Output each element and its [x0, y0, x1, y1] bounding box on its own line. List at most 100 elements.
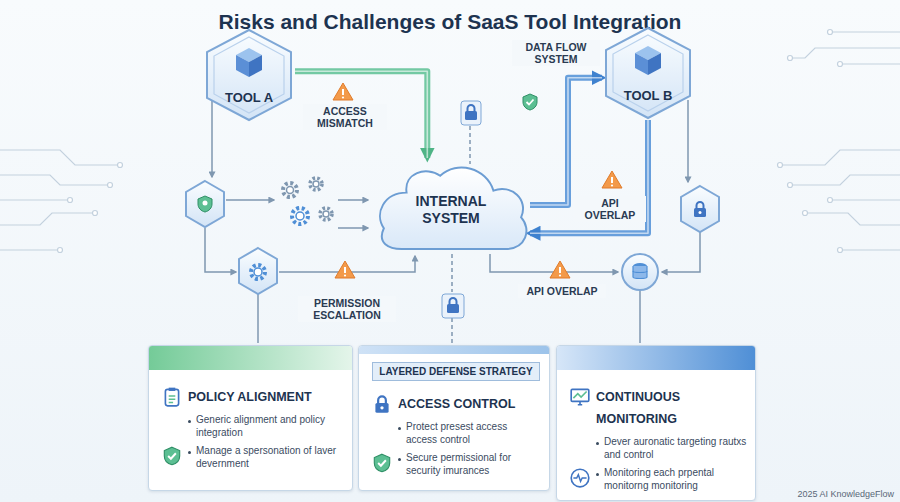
- hexagon-outline-part: [214, 37, 284, 113]
- panel-heading: ACCESS CONTROL: [398, 393, 515, 415]
- panel-icon: [161, 445, 183, 467]
- panel-icon-part: [378, 396, 386, 403]
- node-label: TOOL B: [624, 88, 673, 103]
- warning-icon-part: [344, 274, 346, 276]
- circuit-traces-part-part: [838, 62, 843, 67]
- panel-icon-part: [169, 396, 176, 403]
- bullet-text: Generic alignment and policy integration: [196, 414, 344, 439]
- panel-icon-part: [378, 460, 386, 466]
- warning-icon-part: [559, 274, 561, 276]
- warning-icon: [335, 261, 355, 278]
- hexagon-outline: [203, 28, 295, 122]
- strategy-panel: POLICY ALIGNMENTGeneric alignment and po…: [148, 345, 353, 491]
- hexagon-outline-part: [236, 55, 249, 77]
- link-lines-part: [226, 199, 274, 201]
- hexagon-outline-part: [635, 53, 648, 75]
- hexagon-outline-part: [606, 28, 690, 118]
- shield-hexagon-part: [186, 181, 224, 227]
- panel-heading-row: CONTINUOUS MONITORING: [569, 386, 747, 430]
- circuit-traces-part: [0, 249, 60, 250]
- shield-hexagon-part-part: [198, 196, 212, 212]
- data-circle: [622, 254, 658, 290]
- panel-icon: [371, 421, 393, 443]
- bullet-row: Dever auronatic targeting rautxs and con…: [569, 436, 747, 461]
- hexagon-outline-part: [207, 30, 291, 120]
- bullet-text: Dever auronatic targeting rautxs and con…: [604, 436, 747, 461]
- lock-hexagon-part: [694, 202, 706, 217]
- bullet-dot: [398, 427, 401, 430]
- hexagon-outline-part: [249, 55, 262, 77]
- bullet-text: Monitoring each prpental monitorng monit…: [604, 467, 747, 492]
- panel-icon-part: [165, 389, 178, 406]
- warning-icon-part: [342, 96, 344, 98]
- node-label: TOOL A: [225, 90, 273, 105]
- data-circle-part: [622, 254, 658, 290]
- shield-hexagon: [186, 181, 224, 227]
- link-lines-part: [451, 318, 453, 343]
- link-lines-part: [205, 228, 236, 272]
- link-lines-part: [490, 254, 618, 272]
- cloud-outline-part: [380, 168, 526, 250]
- panel-icon: [161, 386, 183, 408]
- shield-icon: [523, 94, 537, 110]
- bullet-row: Secure permissional for security imuranc…: [371, 452, 541, 477]
- lock-hexagon-part: [681, 186, 719, 232]
- risk-label: API OVERLAP: [518, 284, 606, 298]
- bullet-row: Manage a spersonation of laver devernmen…: [161, 445, 344, 470]
- panel-heading: CONTINUOUS MONITORING: [596, 386, 747, 430]
- circuit-traces-part-part: [118, 163, 123, 168]
- link-lines-part: [338, 199, 368, 201]
- circuit-traces-part: [830, 31, 900, 32]
- lock-icon: [461, 101, 481, 125]
- shield-hexagon-part-part: [203, 201, 208, 206]
- lock-icon-part: [468, 105, 475, 111]
- warning-icon: [602, 171, 622, 188]
- lock-hexagon-part-part: [694, 208, 706, 217]
- warning-icon-part: [559, 267, 561, 273]
- gear-cluster-part: [323, 211, 329, 217]
- node-label: INTERNAL SYSTEM: [391, 193, 511, 227]
- circuit-traces-part: [805, 213, 900, 225]
- circuit-traces-part: [790, 175, 900, 185]
- edge-label: API OVERLAP: [574, 196, 646, 222]
- bullet-text: Secure permissional for security imuranc…: [406, 452, 541, 477]
- bullet-dot: [596, 473, 599, 476]
- shield-hexagon-part: [198, 196, 212, 212]
- panel-icon-part: [573, 392, 586, 399]
- circuit-traces-part-part: [788, 56, 793, 61]
- lock-icon-part: [447, 304, 459, 313]
- shield-icon-part: [527, 100, 534, 105]
- circuit-traces-part: [790, 48, 900, 58]
- circuit-traces-part: [830, 199, 900, 200]
- link-lines-part: [451, 254, 453, 292]
- panel-icon: [569, 436, 591, 458]
- panel-icon-part: [578, 401, 582, 404]
- circuit-traces-part: [0, 150, 120, 165]
- link-lines-part: [257, 294, 259, 343]
- circuit-traces-part-part: [788, 183, 793, 188]
- bullet-text: Protect presest access access control: [406, 421, 541, 446]
- circuit-traces-part: [0, 213, 95, 225]
- warning-icon-part: [335, 261, 355, 278]
- panel-icon-part: [571, 389, 589, 401]
- tool-hexagon: TOOL A: [203, 28, 295, 122]
- gear-hexagon-part: [251, 265, 265, 279]
- panel-icon-part: [380, 406, 383, 409]
- warning-icon-part: [602, 171, 622, 188]
- bullet-text: Manage a spersonation of laver devernmen…: [196, 445, 344, 470]
- warning-icon-part: [342, 89, 344, 95]
- circuit-traces-part-part: [58, 248, 63, 253]
- panel-icon: [569, 386, 591, 408]
- connector-arrow-part: [530, 78, 602, 205]
- lock-icon-part: [461, 101, 481, 125]
- link-lines: [205, 100, 700, 343]
- watermark: 2025 AI KnowledgeFlow: [797, 489, 894, 499]
- strategy-panel: LAYERED DEFENSE STRATEGYACCESS CONTROLPr…: [358, 345, 550, 491]
- panel-icon: [569, 467, 591, 489]
- link-lines-part: [338, 227, 368, 229]
- panel-band: [359, 346, 549, 354]
- panel-icon-part: [164, 447, 179, 465]
- warning-icon: [550, 261, 570, 278]
